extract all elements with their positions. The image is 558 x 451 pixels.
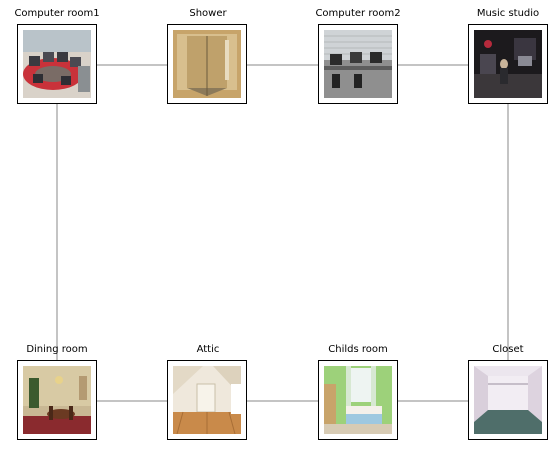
node-dining-room xyxy=(17,360,97,440)
shower-photo xyxy=(173,30,241,98)
node-label-music-studio: Music studio xyxy=(476,8,540,19)
music-studio-photo xyxy=(474,30,542,98)
node-closet xyxy=(468,360,548,440)
closet-photo xyxy=(474,366,542,434)
attic-photo xyxy=(173,366,241,434)
node-label-childs-room: Childs room xyxy=(328,344,388,355)
node-label-computer-room2: Computer room2 xyxy=(315,8,401,19)
node-computer-room1 xyxy=(17,24,97,104)
childs-room-photo xyxy=(324,366,392,434)
node-shower xyxy=(167,24,247,104)
computer-room2-photo xyxy=(324,30,392,98)
node-label-attic: Attic xyxy=(196,344,220,355)
dining-room-photo xyxy=(23,366,91,434)
node-computer-room2 xyxy=(318,24,398,104)
node-label-shower: Shower xyxy=(189,8,227,19)
node-label-dining-room: Dining room xyxy=(26,344,88,355)
node-childs-room xyxy=(318,360,398,440)
node-attic xyxy=(167,360,247,440)
node-label-closet: Closet xyxy=(492,344,524,355)
computer-room1-photo xyxy=(23,30,91,98)
node-music-studio xyxy=(468,24,548,104)
node-label-computer-room1: Computer room1 xyxy=(14,8,100,19)
